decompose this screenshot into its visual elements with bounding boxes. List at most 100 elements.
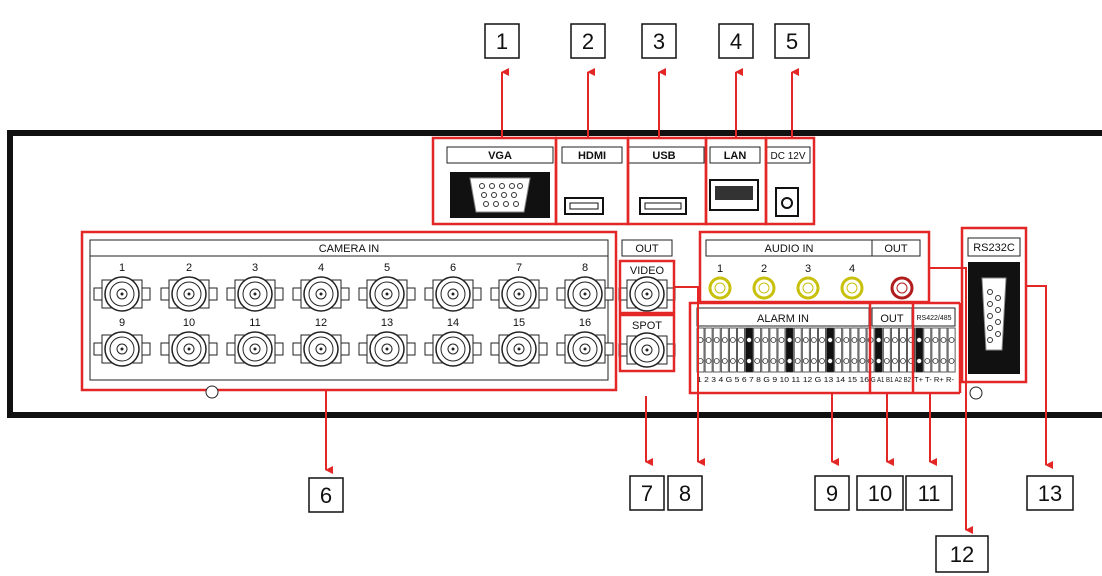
alarm-highlights xyxy=(688,301,962,395)
rs232-highlight xyxy=(960,226,1028,384)
svg-text:4: 4 xyxy=(730,29,742,54)
audio-in-label: AUDIO IN xyxy=(765,243,814,255)
camera-connector-14 xyxy=(424,331,482,367)
camera-number-9: 9 xyxy=(119,317,125,329)
alarm-in-label: ALARM IN xyxy=(757,313,809,325)
camera-number-15: 15 xyxy=(513,317,525,329)
camera-number-12: 12 xyxy=(315,317,327,329)
camera-connector-1 xyxy=(93,276,151,312)
audio-number-4: 4 xyxy=(849,263,855,275)
camera-connector-2 xyxy=(160,276,218,312)
terminal-pin xyxy=(826,327,834,373)
terminal-pin xyxy=(810,327,818,373)
svg-text:10: 10 xyxy=(868,481,892,506)
audio-out-label: OUT xyxy=(884,243,908,255)
usb-port: USB xyxy=(627,146,705,215)
video-out-block: OUT VIDEO SPOT xyxy=(618,239,676,368)
lan-port: LAN xyxy=(709,146,761,211)
camera-connector-15 xyxy=(490,331,548,367)
camera-connector-13 xyxy=(358,331,416,367)
terminal-pin xyxy=(745,327,753,373)
terminal-pin xyxy=(947,327,956,373)
callout-6: 6 xyxy=(308,477,344,513)
spot-bnc xyxy=(618,332,676,368)
terminal-pin xyxy=(753,327,762,373)
callout-13: 13 xyxy=(1026,475,1074,511)
rs232-block: RS232C xyxy=(967,237,1021,374)
callout-12: 12 xyxy=(935,535,989,573)
top-highlights xyxy=(431,136,816,226)
terminal-pin xyxy=(729,327,737,373)
terminal-blocks xyxy=(696,327,956,373)
callout-11: 11 xyxy=(905,475,953,511)
callout-1: 1 xyxy=(484,23,520,59)
svg-text:1: 1 xyxy=(496,29,508,54)
callout-10: 10 xyxy=(856,475,904,511)
video-label: VIDEO xyxy=(630,265,665,277)
camera-connector-7 xyxy=(490,276,548,312)
svg-text:11: 11 xyxy=(918,481,941,506)
camera-number-8: 8 xyxy=(582,262,588,274)
camera-number-13: 13 xyxy=(381,317,393,329)
svg-text:7: 7 xyxy=(641,481,653,506)
camera-number-4: 4 xyxy=(318,262,324,274)
panel-foot xyxy=(205,385,219,399)
callout-7: 7 xyxy=(629,475,665,511)
camera-number-14: 14 xyxy=(447,317,459,329)
usb-label: USB xyxy=(652,150,675,162)
terminal-pin xyxy=(882,327,891,373)
camera-number-11: 11 xyxy=(249,317,260,329)
spot-label: SPOT xyxy=(632,320,662,332)
terminal-pin xyxy=(834,327,843,373)
terminal-pin xyxy=(858,327,867,373)
terminal-pin xyxy=(801,327,810,373)
terminal-pin xyxy=(931,327,940,373)
camera-number-16: 16 xyxy=(579,317,591,329)
audio-number-2: 2 xyxy=(761,263,767,275)
callout-8: 8 xyxy=(667,475,703,511)
terminal-pin xyxy=(777,327,786,373)
callout-3: 3 xyxy=(641,23,677,59)
out-header-label: OUT xyxy=(635,243,659,255)
terminal-pin xyxy=(939,327,948,373)
dc-power-port: DC 12V xyxy=(765,146,811,217)
terminal-pin xyxy=(785,327,794,373)
camera-number-6: 6 xyxy=(450,262,456,274)
callout-arrows xyxy=(325,68,1053,534)
dc-label: DC 12V xyxy=(770,151,805,162)
camera-number-7: 7 xyxy=(516,262,522,274)
svg-text:12: 12 xyxy=(950,542,974,567)
camera-connector-9 xyxy=(93,331,151,367)
terminal-pin xyxy=(907,327,915,373)
vga-label: VGA xyxy=(488,150,512,162)
camera-number-2: 2 xyxy=(186,262,192,274)
callout-9: 9 xyxy=(814,475,850,511)
terminal-pin xyxy=(899,327,907,373)
terminal-pin xyxy=(704,327,713,373)
rs485-pins: T+ T- R+ R- xyxy=(914,377,955,384)
svg-text:13: 13 xyxy=(1038,481,1062,506)
spot-connector xyxy=(618,332,676,368)
terminal-pin xyxy=(915,327,924,373)
camera-number-5: 5 xyxy=(384,262,390,274)
callout-5: 5 xyxy=(774,23,810,59)
svg-text:3: 3 xyxy=(653,29,665,54)
alarm-out-pins: G A1 B1 A2 B2 xyxy=(871,377,911,384)
terminal-pin xyxy=(818,327,826,373)
svg-text:6: 6 xyxy=(320,483,332,508)
camera-connector-3 xyxy=(226,276,284,312)
hdmi-label: HDMI xyxy=(578,150,606,162)
video-bnc xyxy=(618,276,676,312)
alarm-out-label: OUT xyxy=(880,313,904,325)
spot-highlight xyxy=(618,313,676,373)
video-connector xyxy=(618,276,676,312)
svg-text:5: 5 xyxy=(786,29,798,54)
camera-connector-16 xyxy=(556,331,614,367)
panel-foot xyxy=(969,386,983,400)
camera-connector-10 xyxy=(160,331,218,367)
lan-label: LAN xyxy=(724,150,747,162)
